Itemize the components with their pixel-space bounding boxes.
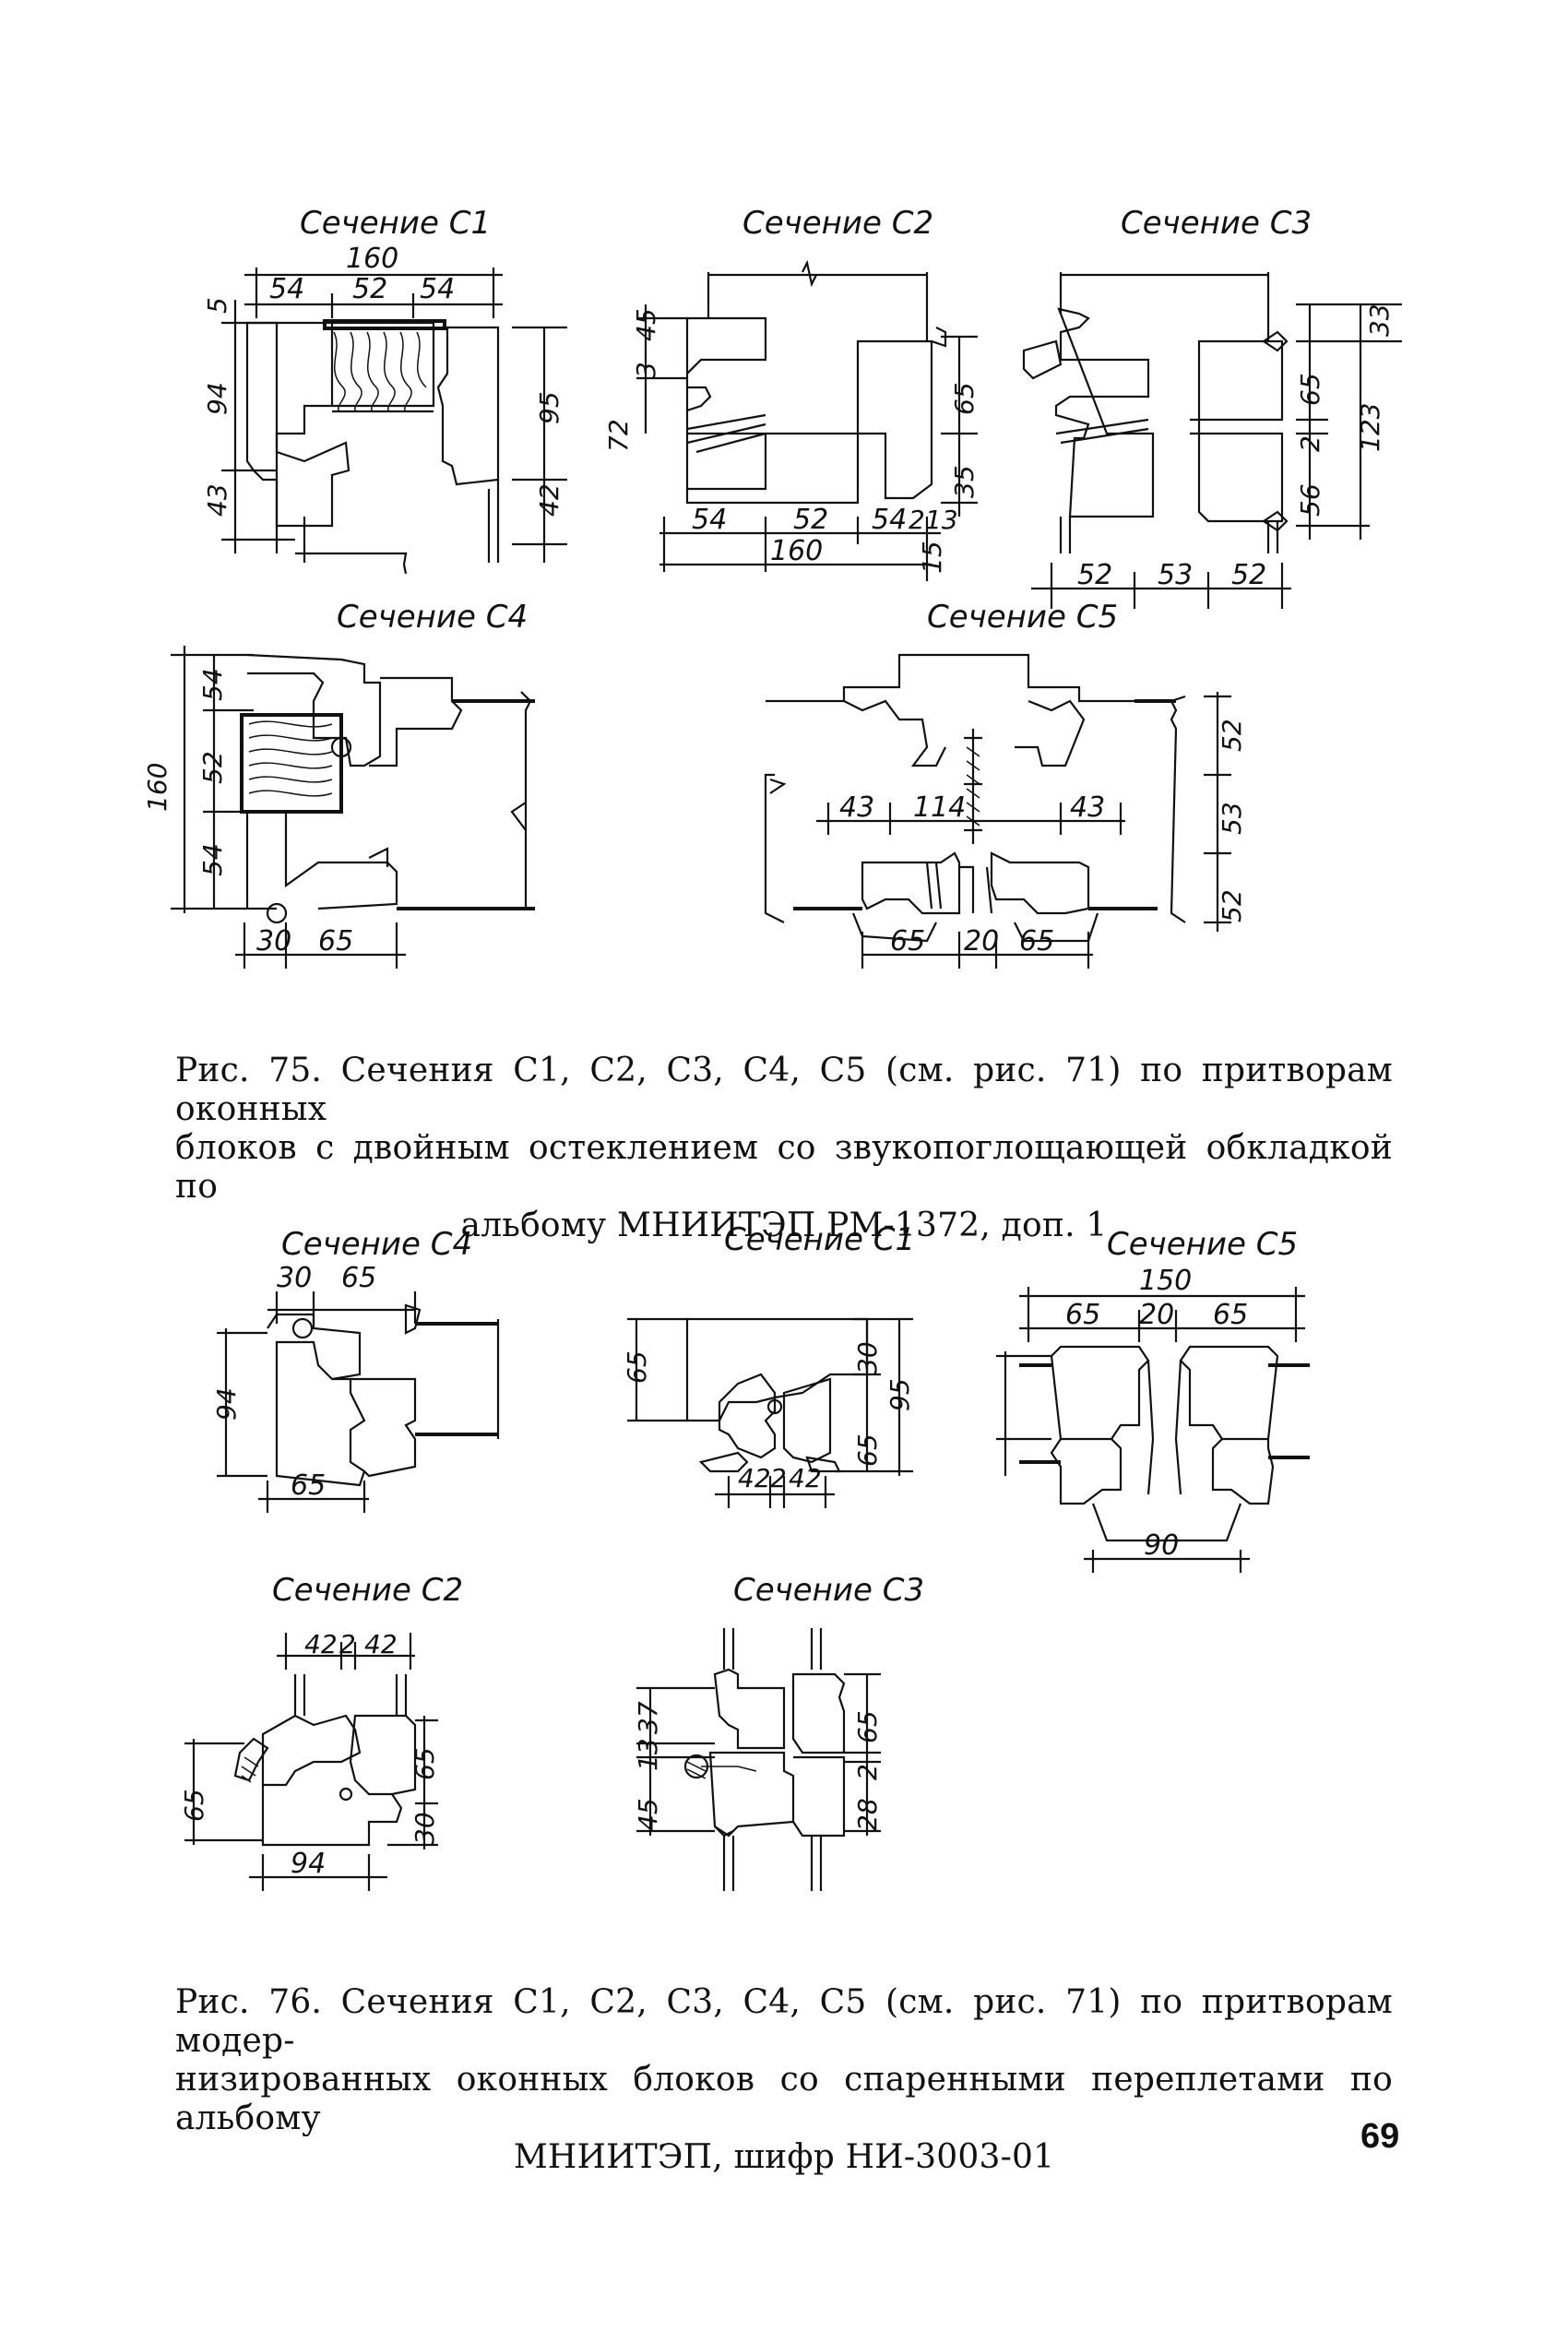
- fig75-section-c4: Сечение С4 160 54 52 54 30 65: [142, 599, 535, 969]
- svg-text:20: 20: [964, 925, 999, 957]
- svg-text:42: 42: [738, 1463, 771, 1493]
- figure76-caption-line2: низированных оконных блоков со спаренным…: [175, 2061, 1393, 2137]
- svg-text:20: 20: [1139, 1299, 1174, 1331]
- figure75-caption: Рис. 75. Сечения С1, С2, С3, С4, С5 (см.…: [175, 1052, 1393, 1245]
- svg-text:52: 52: [1231, 559, 1266, 591]
- svg-text:2: 2: [339, 1629, 356, 1659]
- svg-text:43: 43: [839, 791, 874, 824]
- svg-text:65: 65: [1065, 1299, 1100, 1331]
- fig76-c5-label: Сечение С5: [1107, 1226, 1298, 1263]
- svg-text:54: 54: [692, 504, 727, 536]
- svg-text:2: 2: [770, 1463, 787, 1493]
- fig75-c1-label: Сечение С1: [300, 205, 491, 242]
- fig75-c4-label: Сечение С4: [337, 599, 528, 636]
- figure75-caption-line1: Рис. 75. Сечения С1, С2, С3, С4, С5 (см.…: [175, 1052, 1393, 1128]
- fig75-section-c3: Сечение С3 33 65 2 123 56 52 53 5: [1022, 205, 1402, 609]
- page-number: 69: [1360, 2117, 1400, 2156]
- fig75-c1-dim-total: 160: [346, 243, 398, 275]
- svg-text:54: 54: [269, 273, 304, 305]
- fig76-section-c1: Сечение С1 42 2 42 65 30 65 95: [622, 1221, 915, 1508]
- svg-text:54: 54: [420, 273, 455, 305]
- svg-text:43: 43: [202, 483, 232, 517]
- fig75-section-c1: Сечение С1 160 54 52 54 5 94 43 95 42: [202, 205, 567, 575]
- fig75-c5-label: Сечение С5: [927, 599, 1118, 636]
- svg-text:42: 42: [304, 1629, 338, 1659]
- figure75-caption-line2: блоков с двойным остеклением со звукопог…: [175, 1129, 1393, 1206]
- fig76-section-c2: Сечение С2 42 2 42 65 65 30 94: [179, 1572, 463, 1891]
- svg-text:33: 33: [1364, 303, 1395, 337]
- svg-text:53: 53: [1158, 559, 1193, 591]
- fig76-c1-label: Сечение С1: [724, 1221, 915, 1258]
- svg-text:65: 65: [949, 382, 980, 415]
- fig76-c3-label: Сечение С3: [733, 1572, 924, 1609]
- svg-text:95: 95: [534, 391, 564, 424]
- svg-text:54: 54: [872, 504, 907, 536]
- fig75-section-c2: Сечение С2 45 3 72 65 35 54 52 54 2 13 1…: [603, 205, 980, 581]
- fig76-c2-label: Сечение С2: [272, 1572, 463, 1609]
- figure76-caption: Рис. 76. Сечения С1, С2, С3, С4, С5 (см.…: [175, 1983, 1393, 2177]
- fig76-section-c4: Сечение С4 30 65 94 65: [211, 1226, 500, 1513]
- svg-text:65: 65: [1213, 1299, 1248, 1331]
- svg-text:52: 52: [1077, 559, 1112, 591]
- svg-text:52: 52: [1217, 889, 1247, 922]
- svg-text:65: 65: [890, 925, 925, 957]
- svg-text:160: 160: [770, 535, 823, 567]
- svg-text:65: 65: [318, 925, 353, 957]
- svg-text:45: 45: [633, 1798, 663, 1831]
- svg-text:54: 54: [197, 668, 228, 701]
- figure76-caption-line3: МНИИТЭП, шифр НИ-3003-01: [513, 2138, 1055, 2176]
- svg-text:72: 72: [603, 419, 634, 452]
- svg-text:43: 43: [1070, 791, 1105, 824]
- svg-text:53: 53: [1217, 802, 1247, 835]
- svg-text:65: 65: [341, 1262, 376, 1294]
- svg-text:114: 114: [913, 791, 966, 824]
- svg-text:94: 94: [202, 382, 232, 415]
- svg-text:15: 15: [917, 541, 947, 574]
- svg-text:30: 30: [277, 1262, 312, 1294]
- svg-text:30: 30: [256, 925, 291, 957]
- svg-text:13: 13: [925, 505, 958, 535]
- svg-text:65: 65: [291, 1469, 326, 1502]
- svg-text:52: 52: [1217, 719, 1247, 752]
- fig75-c3-label: Сечение С3: [1121, 205, 1312, 242]
- figure76-caption-line1: Рис. 76. Сечения С1, С2, С3, С4, С5 (см.…: [175, 1983, 1393, 2060]
- svg-text:42: 42: [789, 1463, 822, 1493]
- fig76-section-c3: Сечение С3 37 13 45 65 2 28: [633, 1572, 924, 1891]
- figure75-caption-line3: альбому МНИИТЭП РМ-1372, доп. 1: [460, 1207, 1108, 1244]
- svg-text:65: 65: [1019, 925, 1054, 957]
- svg-text:94: 94: [291, 1848, 326, 1880]
- svg-text:160: 160: [142, 763, 172, 812]
- svg-text:150: 150: [1139, 1265, 1192, 1297]
- svg-text:54: 54: [197, 843, 228, 876]
- svg-text:42: 42: [364, 1629, 398, 1659]
- fig76-c4-label: Сечение С4: [281, 1226, 472, 1263]
- svg-text:52: 52: [197, 751, 228, 784]
- svg-text:52: 52: [352, 273, 387, 305]
- fig75-c2-label: Сечение С2: [742, 205, 933, 242]
- svg-text:90: 90: [1144, 1529, 1179, 1562]
- svg-text:35: 35: [949, 465, 980, 498]
- fig76-section-c5: Сечение С5 150 65 20 65 90: [996, 1226, 1310, 1573]
- svg-text:42: 42: [534, 483, 564, 517]
- svg-text:37: 37: [633, 1701, 663, 1734]
- svg-text:5: 5: [202, 297, 232, 314]
- svg-text:2: 2: [909, 505, 925, 535]
- fig75-section-c5: Сечение С5 52 53 52 43 114 43: [764, 599, 1247, 969]
- svg-text:52: 52: [793, 504, 828, 536]
